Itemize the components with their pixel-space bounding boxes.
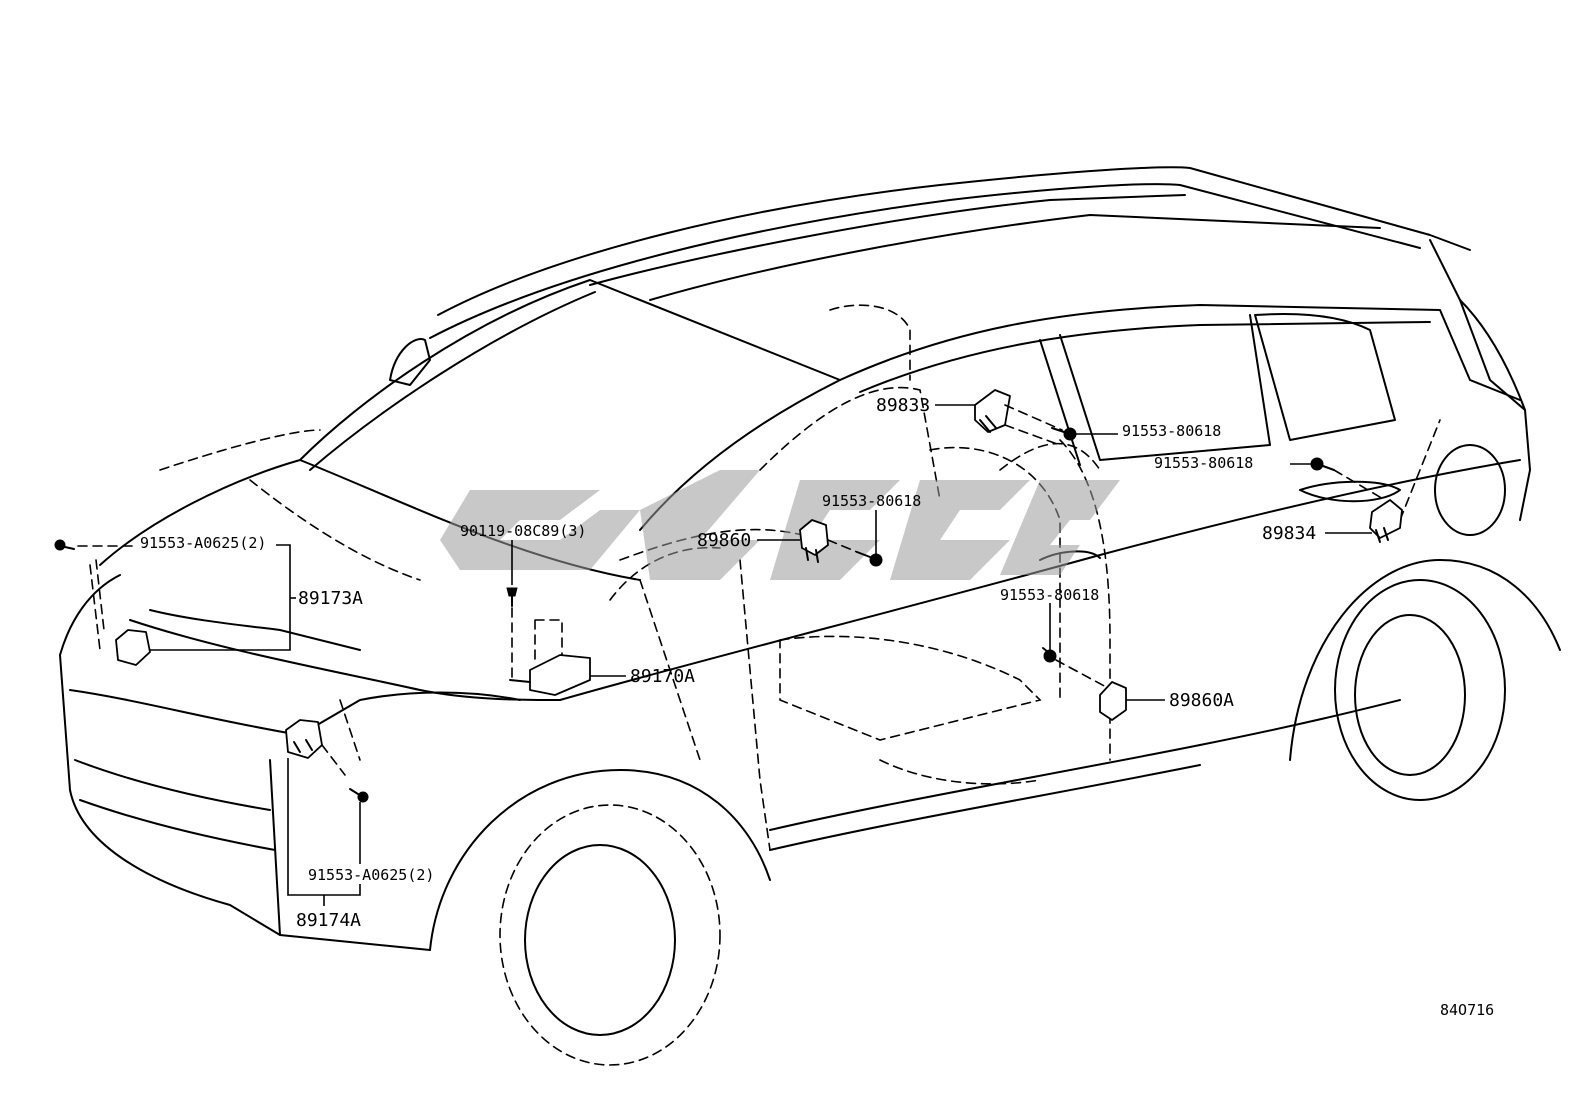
label-91553-80618-rear: 91553-80618 [1154, 454, 1253, 472]
label-91553-a0625-lower: 91553-A0625(2) [308, 866, 434, 884]
label-89860A: 89860A [1169, 690, 1234, 711]
part-89173A[interactable] [115, 629, 151, 666]
label-89174A: 89174A [296, 910, 361, 931]
vehicle-outline [59, 166, 1561, 1066]
bolt-icon [1051, 427, 1077, 441]
label-91553-80618-top: 91553-80618 [1122, 422, 1221, 440]
label-89833: 89833 [876, 395, 930, 416]
label-91553-80618-center: 91553-80618 [822, 492, 921, 510]
label-89834: 89834 [1262, 523, 1316, 544]
part-89174A[interactable] [285, 719, 323, 759]
bolt-icon [349, 788, 369, 803]
bolt-icon [54, 539, 75, 551]
part-89860A[interactable] [1099, 681, 1127, 721]
watermark-logo [440, 470, 1120, 580]
diagram-code: 84O716 [1440, 1001, 1494, 1019]
label-91553-a0625-front: 91553-A0625(2) [140, 534, 266, 552]
screw-icon [506, 587, 518, 607]
bolt-icon [856, 551, 883, 567]
bolt-icon [1042, 647, 1057, 663]
label-89860: 89860 [697, 530, 751, 551]
part-89170A[interactable] [509, 654, 591, 696]
label-89170A: 89170A [630, 666, 695, 687]
label-89173A: 89173A [298, 588, 363, 609]
part-89860[interactable] [799, 519, 829, 563]
label-91553-80618-lower: 91553-80618 [1000, 586, 1099, 604]
part-89834[interactable] [1369, 499, 1403, 543]
bolt-icon [1310, 457, 1335, 471]
label-90119-08c89: 90119-08C89(3) [460, 522, 586, 540]
